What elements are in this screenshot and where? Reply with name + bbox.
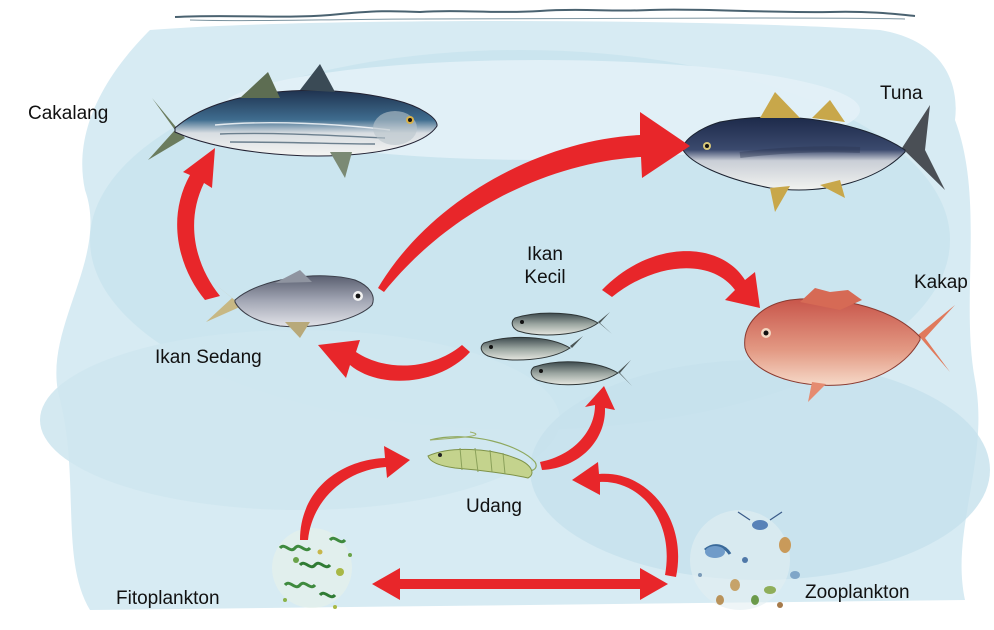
label-tuna: Tuna <box>880 83 923 106</box>
label-ikan-sedang: Ikan Sedang <box>155 347 262 370</box>
label-ikan-kecil-line1: Ikan <box>515 244 575 267</box>
label-cakalang: Cakalang <box>28 103 108 126</box>
label-ikan-kecil: Ikan Kecil <box>515 244 575 290</box>
label-fitoplankton: Fitoplankton <box>116 588 220 611</box>
label-zooplankton: Zooplankton <box>805 582 910 605</box>
water-surface-line <box>175 10 915 17</box>
label-kakap: Kakap <box>914 272 968 295</box>
label-ikan-kecil-line2: Kecil <box>515 267 575 290</box>
label-udang: Udang <box>466 496 522 519</box>
